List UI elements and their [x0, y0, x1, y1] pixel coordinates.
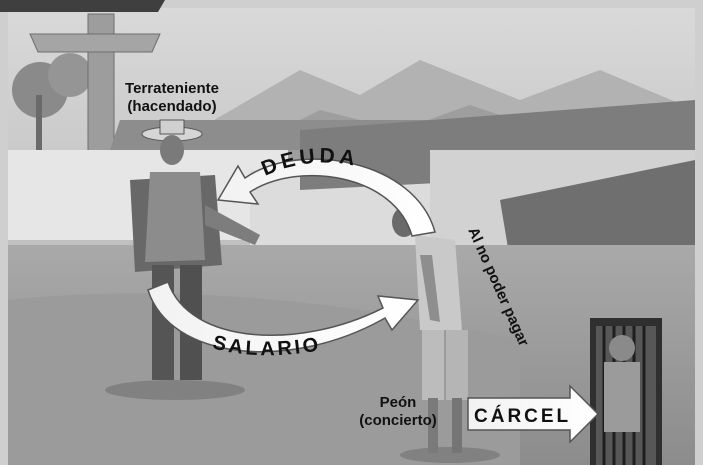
peasant-figure — [392, 207, 500, 463]
peon-line1: Peón — [379, 394, 417, 411]
landowner-figure — [105, 119, 260, 400]
salario-arrow: SALARIO — [147, 281, 420, 360]
tree-left — [12, 53, 92, 155]
terrateniente-line1: Terrateniente — [125, 80, 219, 97]
terrateniente-line2: (hacendado) — [127, 98, 217, 115]
carcel-label: CÁRCEL — [474, 405, 571, 427]
carcel-arrow: CÁRCEL — [467, 384, 600, 444]
peon-label: Peón (concierto) — [346, 394, 450, 430]
jail-window — [590, 318, 662, 465]
peon-line2: (concierto) — [359, 412, 437, 429]
header-tab — [0, 0, 165, 12]
terrateniente-label: Terrateniente (hacendado) — [112, 80, 232, 116]
